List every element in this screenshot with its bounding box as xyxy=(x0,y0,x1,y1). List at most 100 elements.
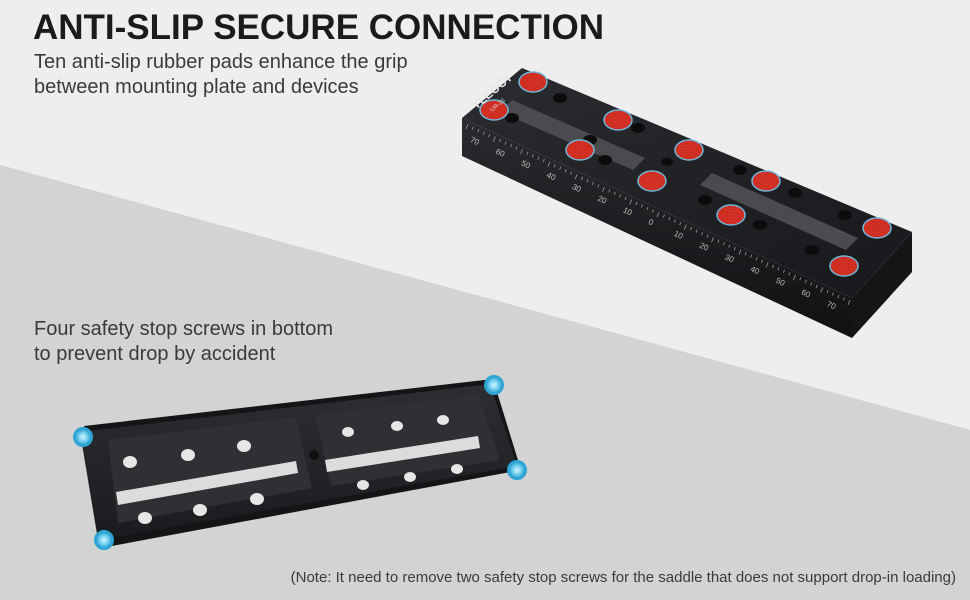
scale-tick xyxy=(777,267,780,271)
scale-tick xyxy=(608,189,611,193)
scale-tick xyxy=(641,204,643,208)
rubber-pad xyxy=(674,139,704,161)
scale-tick xyxy=(504,141,507,145)
scale-tick xyxy=(820,287,824,293)
scale-tick xyxy=(619,194,622,198)
safety-screw xyxy=(94,530,114,550)
scale-tick xyxy=(765,262,769,268)
scale-label: 50 xyxy=(774,276,786,288)
scale-tick xyxy=(488,133,491,138)
scale-tick xyxy=(793,274,796,281)
scale-label: 30 xyxy=(571,182,583,194)
scale-tick xyxy=(629,199,633,205)
scale-tick xyxy=(832,292,834,296)
rubber-pad xyxy=(518,71,548,93)
scale-label: 0 xyxy=(647,217,655,227)
scale-tick xyxy=(510,143,513,148)
scale-tick xyxy=(690,226,693,231)
plate-end-face xyxy=(852,232,912,338)
scale-label: 70 xyxy=(469,135,481,147)
scale-label: 10 xyxy=(622,206,634,218)
safety-screw xyxy=(484,375,504,395)
scale-label: 70 xyxy=(825,299,837,311)
scale-tick xyxy=(537,156,540,160)
scale-tick xyxy=(695,229,698,233)
scale-tick xyxy=(591,181,594,185)
scale-tick xyxy=(570,171,573,175)
scale-tick xyxy=(471,126,474,130)
top-caption-line1: Ten anti-slip rubber pads enhance the gr… xyxy=(34,51,408,73)
safety-screws xyxy=(73,375,527,550)
bottom-caption: Four safety stop screws in bottom to pre… xyxy=(34,317,333,367)
scale-tick xyxy=(711,236,714,243)
scale-tick xyxy=(804,279,807,284)
scale-tick xyxy=(662,214,665,218)
scale-label: 60 xyxy=(800,288,812,300)
scale-tick xyxy=(799,277,802,281)
rubber-pad xyxy=(603,109,633,131)
scale-tick xyxy=(847,299,851,306)
scale-tick xyxy=(651,209,654,213)
underside-slot-left xyxy=(116,461,298,505)
scale-tick xyxy=(810,282,813,286)
scale-tick xyxy=(761,259,764,263)
scale-label: 60 xyxy=(494,147,506,159)
scale-tick xyxy=(597,184,600,188)
plate-side-face xyxy=(462,118,852,338)
scale-tick xyxy=(744,252,747,256)
scale-tick xyxy=(673,219,676,223)
headline: ANTI-SLIP SECURE CONNECTION xyxy=(33,8,605,47)
scale-tick xyxy=(547,161,551,167)
top-caption-line2: between mounting plate and devices xyxy=(34,76,359,98)
rubber-pads xyxy=(479,71,892,277)
rubber-pad xyxy=(716,204,746,226)
scale-tick xyxy=(772,264,774,268)
rubber-pad xyxy=(479,99,509,121)
scale-tick xyxy=(515,146,518,150)
plate-top-face xyxy=(462,68,912,298)
plate-scale-ticks xyxy=(465,123,851,306)
scale-tick xyxy=(465,123,469,130)
scale-tick xyxy=(531,154,534,158)
scale-tick xyxy=(581,176,583,180)
scale-tick xyxy=(482,131,485,135)
scale-label: 40 xyxy=(545,170,557,182)
scale-tick xyxy=(722,242,725,246)
rubber-pad xyxy=(862,217,892,239)
scale-tick xyxy=(842,297,845,301)
scale-tick xyxy=(679,221,682,226)
scale-label: 40 xyxy=(749,264,761,276)
scale-tick xyxy=(586,179,589,183)
scale-tick xyxy=(520,148,523,155)
scale-tick xyxy=(837,294,840,299)
scale-tick xyxy=(646,206,649,211)
scale-tick xyxy=(782,269,785,273)
safety-screw xyxy=(507,460,527,480)
scale-label: 20 xyxy=(596,194,608,206)
scale-tick xyxy=(815,284,818,289)
rubber-pad xyxy=(829,255,859,277)
scale-tick xyxy=(477,128,480,133)
scale-tick xyxy=(656,211,660,218)
bottom-caption-line1: Four safety stop screws in bottom xyxy=(34,318,334,340)
safety-screw xyxy=(73,427,93,447)
scale-tick xyxy=(706,234,709,238)
scale-tick xyxy=(728,244,731,248)
scale-tick xyxy=(755,257,758,261)
scale-tick xyxy=(542,159,545,163)
scale-tick xyxy=(750,254,753,258)
rubber-pad xyxy=(751,170,781,192)
scale-tick xyxy=(738,249,742,255)
scale-tick xyxy=(492,136,496,142)
scale-tick xyxy=(683,224,687,230)
underside-slot-right xyxy=(325,436,480,472)
scale-tick xyxy=(624,196,627,201)
scale-tick xyxy=(733,247,736,251)
scale-tick xyxy=(559,166,562,170)
plate-slots xyxy=(500,100,858,250)
scale-tick xyxy=(701,231,704,236)
scale-tick xyxy=(788,272,791,276)
scale-label: 30 xyxy=(723,253,735,265)
scale-tick xyxy=(526,151,529,155)
